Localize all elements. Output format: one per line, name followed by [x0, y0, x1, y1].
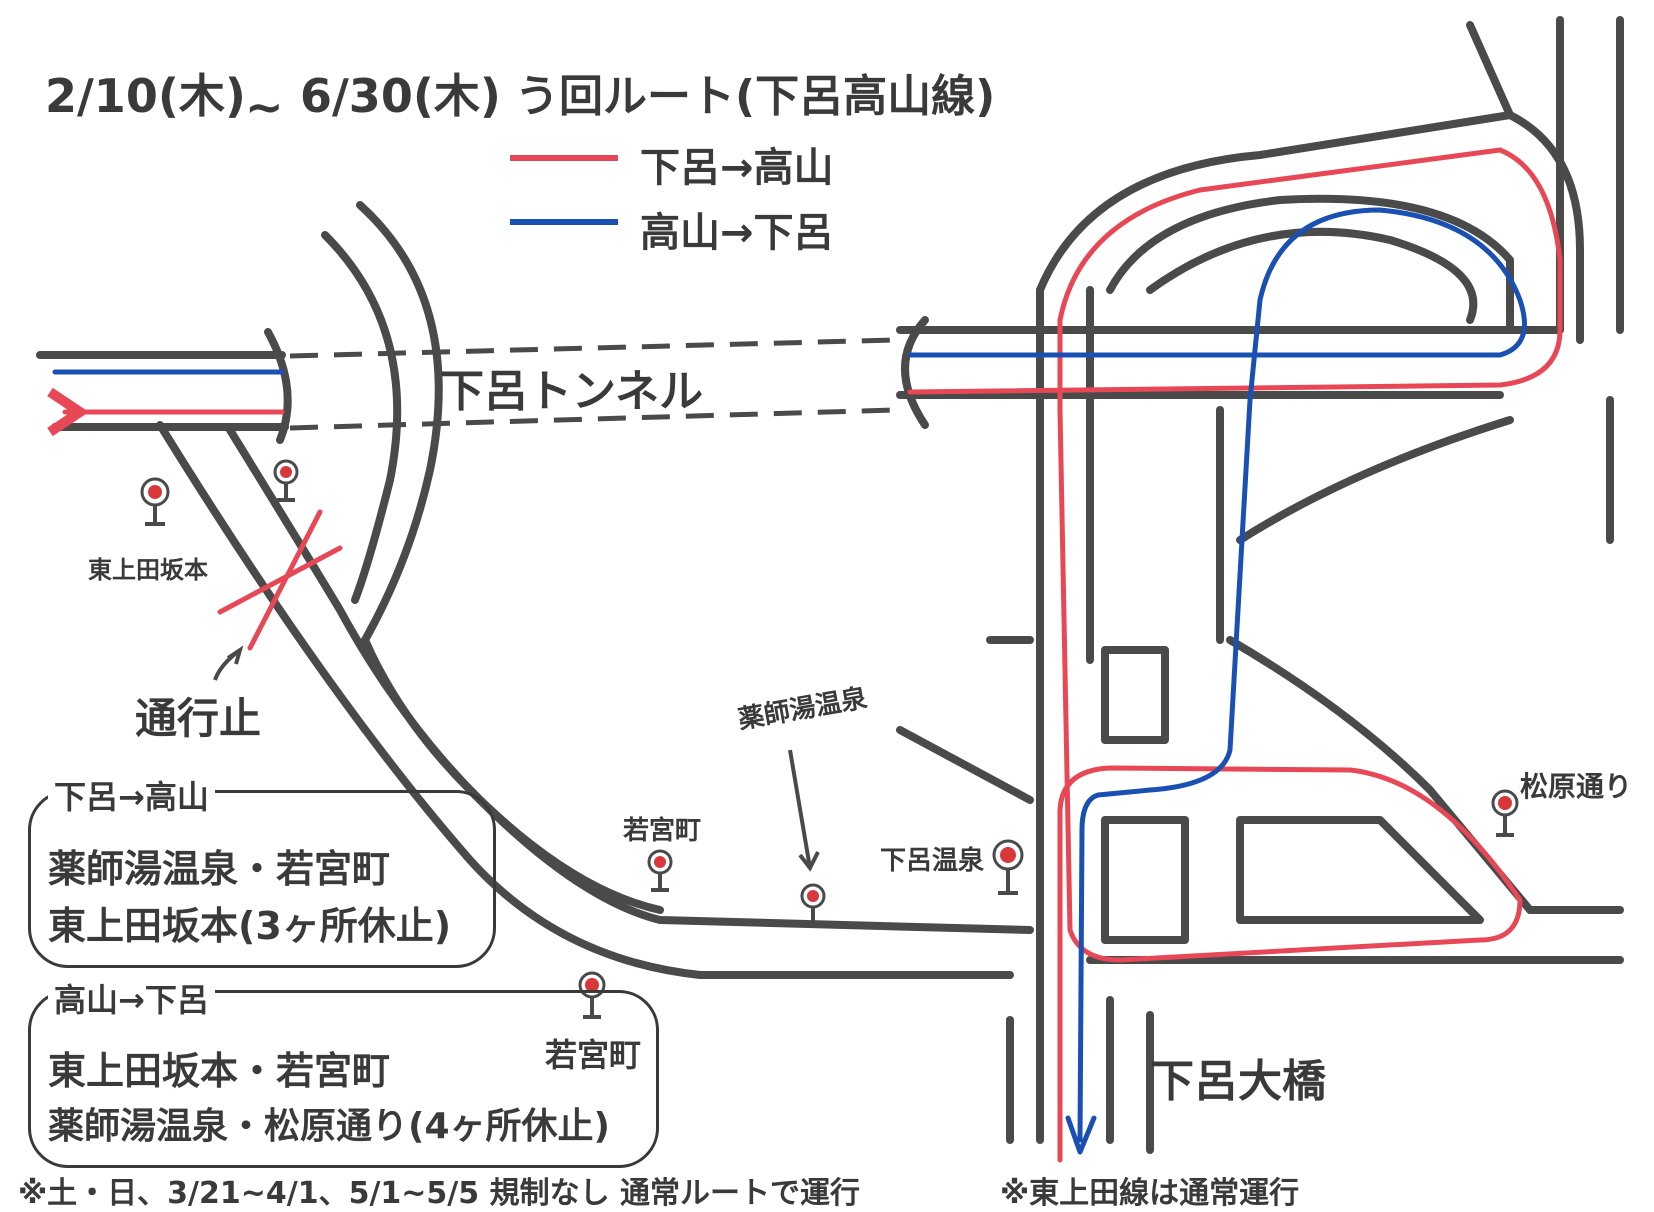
stop-label-matsubara-dori: 松原通り: [1520, 770, 1633, 803]
stop-label-gero-onsen: 下呂温泉: [880, 846, 985, 876]
period-separator: ~: [245, 80, 284, 134]
note-downhill-line-2: 薬師湯温泉・松原通り(4ヶ所休止): [48, 1106, 610, 1147]
tunnel-portal-east: [901, 316, 929, 429]
street-west-a: [896, 726, 1034, 804]
closure-x-stroke-b: [247, 509, 323, 651]
note-downhill-heading: 高山→下呂: [48, 975, 215, 1021]
main-road-outer: [156, 421, 1014, 979]
tunnel-label: 下呂トンネル: [440, 366, 704, 417]
legend-label-uphill: 下呂→高山: [640, 145, 834, 191]
tunnel-dash-south: [289, 407, 896, 431]
footer-note-right: ※東上田線は通常運行: [1000, 1176, 1300, 1211]
route-downhill-arrowhead: [1065, 1115, 1097, 1155]
closure-pointer-arrow: [213, 645, 244, 681]
period-end: 6/30(木): [300, 69, 501, 123]
tunnel-dashes: [289, 337, 896, 431]
yakushiyu-pointer-head: [798, 851, 820, 872]
block-center-b: [1101, 816, 1189, 944]
north-street-a: [1466, 21, 1514, 119]
route-downhill: [52, 207, 1527, 1155]
tunnel-portal-west: [264, 328, 292, 444]
route-downhill-east-path: [907, 207, 1527, 1143]
tunnel-dash-north: [289, 337, 896, 359]
bus-stop-icon-higashi: [140, 477, 170, 526]
note-box-downhill: [28, 990, 659, 1168]
loop-ramp-inner: [1106, 194, 1514, 334]
route-uphill: [47, 147, 1563, 1163]
stop-label-wakamiya-upper: 若宮町: [623, 816, 702, 846]
bridge-label: 下呂大橋: [1150, 1056, 1326, 1107]
loop-ramp-outer: [1036, 111, 1584, 344]
yakushiyu-pointer-line: [788, 749, 812, 869]
block-center-c: [1236, 816, 1484, 924]
bus-stop-icon-gero-onsen: [992, 839, 1024, 895]
legend-title: う回ルート(下呂高山線): [515, 71, 996, 122]
bus-stop-icon-yakushiyu: [800, 883, 826, 926]
road-network: [36, 16, 1624, 1154]
road-east-diag: [1226, 636, 1534, 914]
stop-label-wakamiya-lower: 若宮町: [545, 1036, 642, 1074]
route-uphill-east-path: [907, 147, 1563, 1163]
closure-x-stroke-a: [217, 545, 343, 615]
note-uphill-line-1: 薬師湯温泉・若宮町: [48, 847, 391, 891]
footer-note-left: ※土・日、3/21~4/1、5/1~5/5 規制なし 通常ルートで運行: [18, 1176, 861, 1211]
curve-road-outer: [321, 231, 402, 604]
block-center-a: [1101, 646, 1169, 744]
note-uphill-heading: 下呂→高山: [48, 772, 215, 818]
note-uphill-line-2: 東上田坂本(3ヶ所休止): [48, 904, 452, 948]
note-box-uphill: [28, 790, 496, 968]
curve-road-inner: [356, 201, 443, 644]
note-downhill-line-1: 東上田坂本・若宮町: [48, 1049, 391, 1093]
diag-street-ne: [1236, 416, 1514, 544]
bus-stop-icon-wakamiya-upper: [647, 849, 673, 892]
period-start: 2/10(木): [45, 69, 246, 123]
bus-stop-icons: [140, 459, 1519, 1019]
main-road-branch: [361, 636, 664, 914]
closure-x-mark: [217, 509, 343, 651]
bus-stop-icon-matsubara: [1491, 789, 1519, 837]
stop-label-higashi-kamida-sakamoto: 東上田坂本: [88, 556, 208, 584]
loop-inner-island: [1146, 227, 1478, 324]
bus-stop-icon-curve: [273, 459, 299, 502]
closed-label: 通行止: [135, 694, 262, 743]
legend-label-downhill: 高山→下呂: [640, 210, 834, 256]
